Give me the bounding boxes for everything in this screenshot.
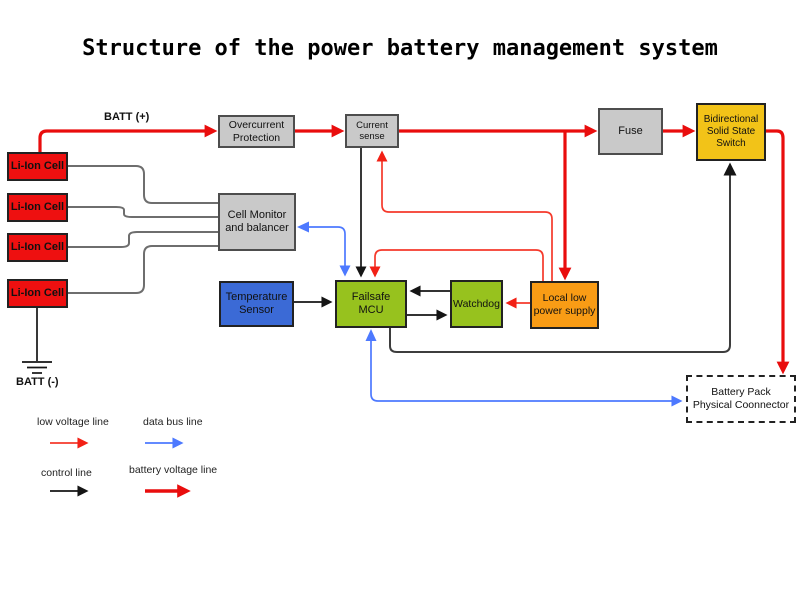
block-li-ion-cell-3: Li-Ion Cell [7,233,68,262]
block-battery-pack-physical-connector: Battery Pack Physical Coonnector [686,375,796,423]
legend-data-bus-line: data bus line [143,416,203,428]
block-current-sense: Current sense [345,114,399,148]
block-watchdog: Watchdog [450,280,503,328]
legend-control-line: control line [41,467,92,479]
block-bidirectional-solid-state-switch: Bidirectional Solid State Switch [696,103,766,161]
legend-battery-voltage-line: battery voltage line [129,464,218,476]
block-failsafe-mcu: Failsafe MCU [335,280,407,328]
batt-plus-label: BATT (+) [104,111,150,123]
block-overcurrent-protection: Overcurrent Protection [218,115,295,148]
block-li-ion-cell-1: Li-Ion Cell [7,152,68,181]
block-li-ion-cell-2: Li-Ion Cell [7,193,68,222]
batt-minus-label: BATT (-) [16,376,59,388]
block-temperature-sensor: Temperature Sensor [219,281,294,327]
block-li-ion-cell-4: Li-Ion Cell [7,279,68,308]
block-local-low-power-supply: Local low power supply [530,281,599,329]
diagram-title: Structure of the power battery managemen… [82,36,718,61]
block-fuse: Fuse [598,108,663,155]
block-cell-monitor-and-balancer: Cell Monitor and balancer [218,193,296,251]
legend-low-voltage-line: low voltage line [37,416,109,428]
